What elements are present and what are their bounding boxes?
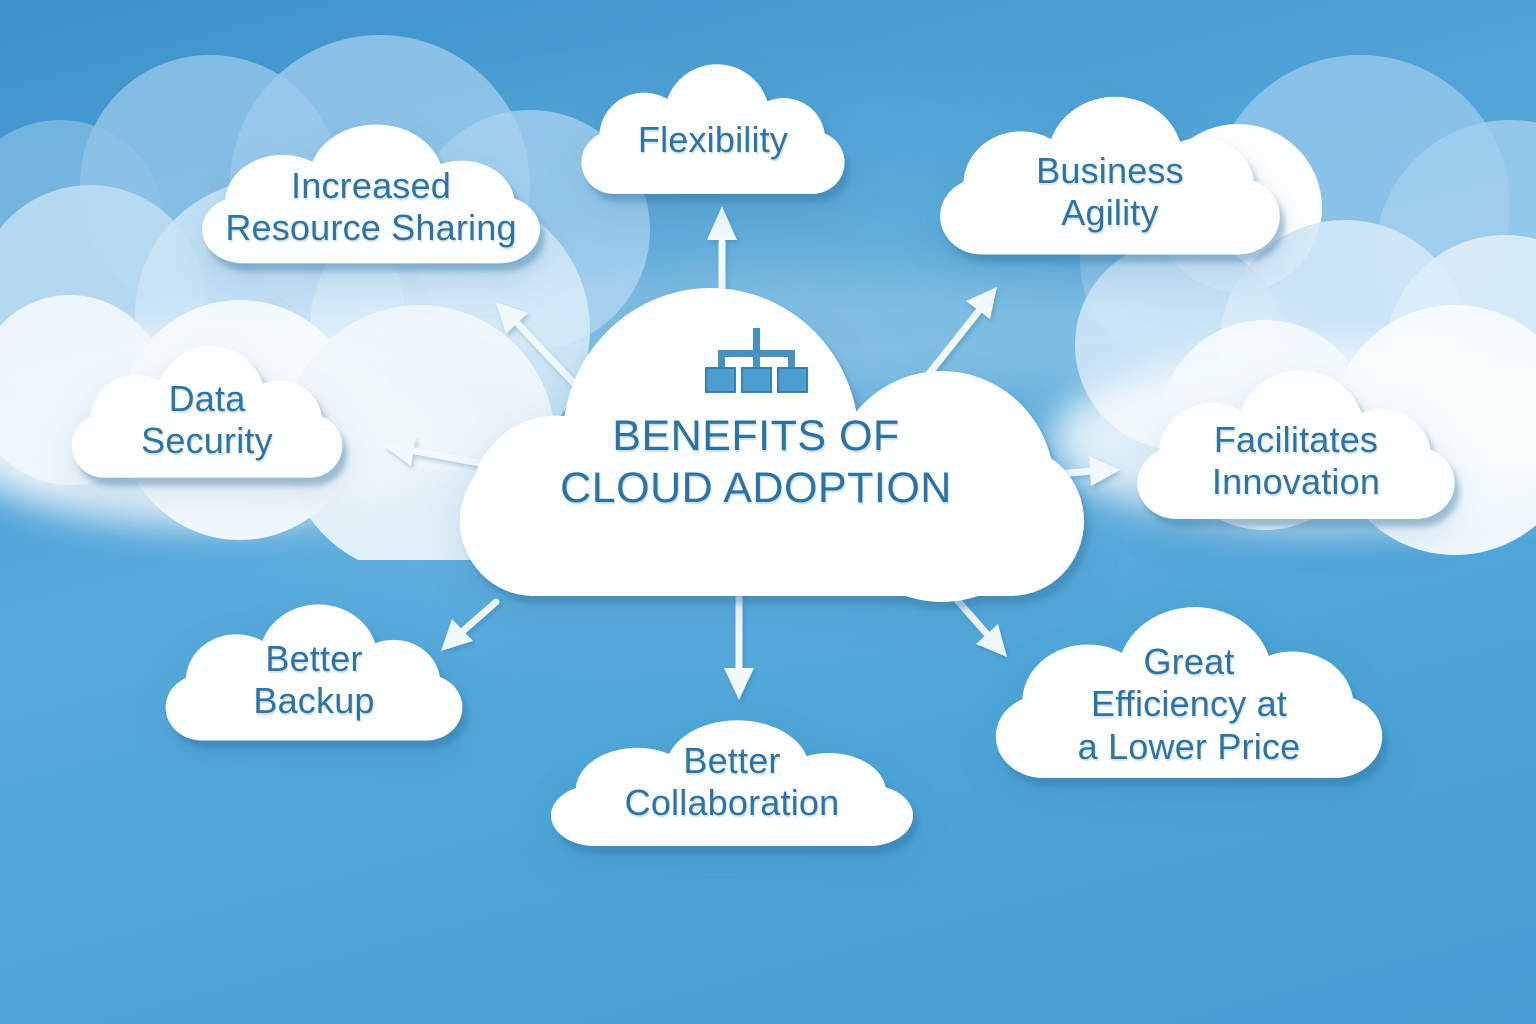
arrow-up-right-icon: [924, 287, 997, 379]
benefit-cloud-better-collaboration: Better Collaboration: [538, 718, 926, 852]
benefit-cloud-data-security: Data Security: [62, 344, 352, 484]
benefit-label: Increased Resource Sharing: [225, 165, 517, 249]
benefit-cloud-increased-resource-sharing: Increased Resource Sharing: [190, 122, 552, 270]
benefit-cloud-better-backup: Better Backup: [155, 602, 473, 747]
benefit-label: Great Efficiency at a Lower Price: [1077, 641, 1301, 767]
arrow-down-icon: [724, 590, 754, 700]
benefit-label: Better Backup: [253, 638, 375, 722]
diagram-title: BENEFITS OF CLOUD ADOPTION: [560, 412, 952, 513]
benefit-cloud-flexibility: Flexibility: [572, 62, 854, 200]
benefit-label: Better Collaboration: [624, 740, 840, 824]
sitemap-hierarchy-icon: [705, 328, 808, 393]
central-content: BENEFITS OF CLOUD ADOPTION: [456, 286, 1056, 600]
benefit-label: Facilitates Innovation: [1211, 419, 1381, 503]
arrow-up-icon: [707, 206, 737, 300]
benefit-cloud-business-agility: Business Agility: [928, 94, 1292, 262]
benefit-cloud-facilitates-innovation: Facilitates Innovation: [1126, 368, 1466, 526]
benefit-label: Flexibility: [637, 119, 789, 160]
benefit-label: Data Security: [141, 378, 273, 462]
arrow-left-icon: [384, 437, 484, 467]
arrow-down-left-icon: [441, 598, 500, 651]
benefit-cloud-great-efficiency: Great Efficiency at a Lower Price: [982, 604, 1396, 786]
central-cloud: BENEFITS OF CLOUD ADOPTION: [456, 286, 1088, 603]
benefit-label: Business Agility: [1036, 150, 1184, 234]
